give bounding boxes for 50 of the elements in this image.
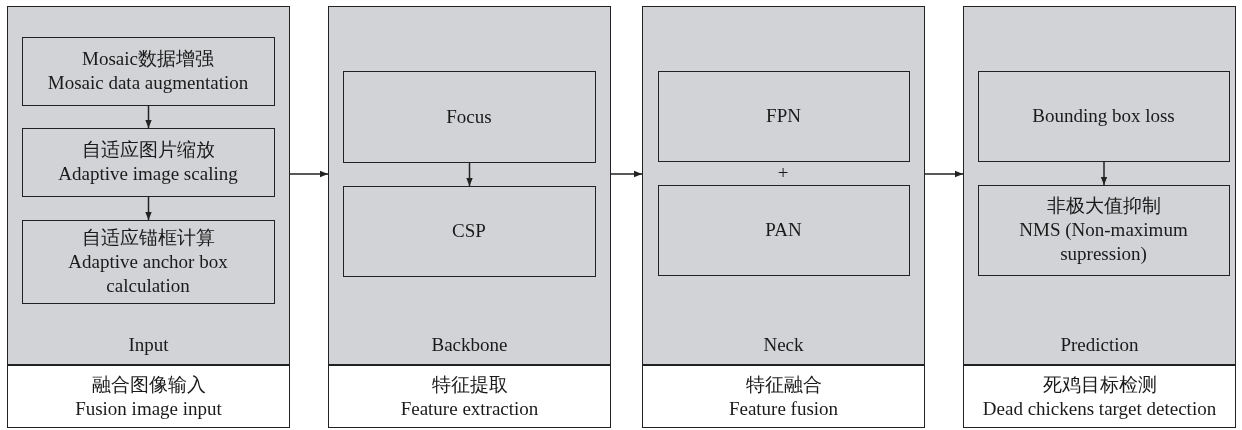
box-heading: Mosaic数据增强 (81, 47, 215, 71)
box-text: NMS (Non-maximum supression) (1018, 218, 1189, 266)
box-heading: 自适应锚框计算 (80, 225, 216, 250)
stage-panel (963, 6, 1236, 365)
arrow (924, 170, 964, 178)
caption-box (642, 365, 925, 428)
process-box (21, 219, 275, 304)
box-text: CSP (451, 219, 487, 243)
arrow (1100, 161, 1108, 186)
arrow (466, 162, 473, 187)
box-text: Feature extraction (399, 396, 540, 421)
box-text: Mosaic data augmentation (46, 71, 250, 95)
caption-box (963, 365, 1236, 428)
stage-panel (7, 6, 290, 365)
box-text: Fusion image input (74, 396, 223, 421)
caption-box (7, 365, 290, 428)
box-text: Feature fusion (727, 396, 840, 421)
box-text: Adaptive anchor box calculation (67, 249, 229, 298)
process-box (342, 185, 596, 277)
box-heading: 融合图像输入 (90, 372, 207, 397)
stage-title: Neck (762, 334, 805, 356)
process-box (21, 127, 275, 197)
arrow (610, 170, 643, 178)
box-heading: 非极大值抑制 (1045, 194, 1162, 218)
caption-box (328, 365, 611, 428)
box-heading: 特征融合 (744, 372, 823, 397)
arrow (145, 196, 152, 221)
arrow (145, 105, 152, 129)
box-text: Dead chickens target detection (981, 396, 1218, 421)
process-box (977, 184, 1230, 276)
stage-panel (642, 6, 925, 365)
plus-sign: + (776, 162, 790, 184)
box-text: Focus (445, 104, 493, 129)
box-text: Bounding box loss (1031, 104, 1176, 128)
stage-title: Input (127, 334, 170, 356)
arrow (289, 170, 329, 178)
box-text: Adaptive image scaling (57, 162, 239, 186)
box-text: FPN (765, 104, 802, 128)
box-heading: 死鸡目标检测 (1041, 372, 1158, 397)
stage-title: Backbone (430, 334, 509, 356)
process-box (657, 70, 910, 162)
process-box (657, 184, 910, 276)
process-box (21, 36, 275, 106)
stage-panel (328, 6, 611, 365)
box-heading: 自适应图片缩放 (80, 138, 216, 162)
process-box (977, 70, 1230, 162)
process-box (342, 70, 596, 163)
box-text: PAN (764, 218, 803, 242)
box-heading: 特征提取 (430, 372, 509, 397)
stage-title: Prediction (1059, 334, 1140, 356)
